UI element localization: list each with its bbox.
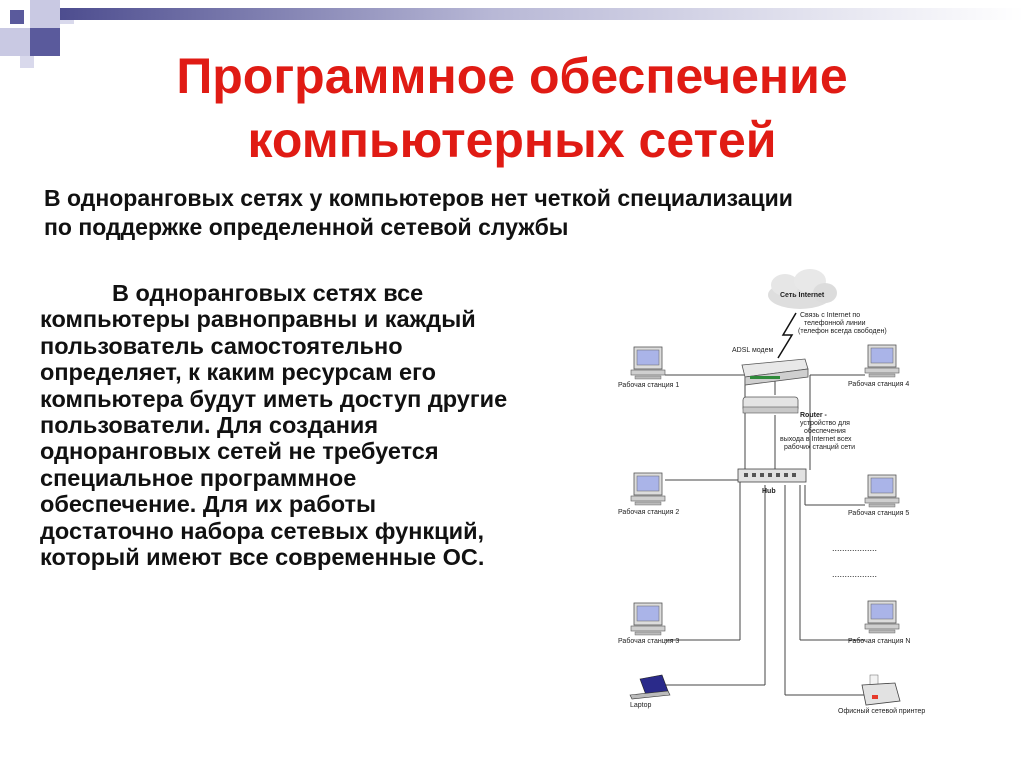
lightning-icon <box>777 312 797 359</box>
hub-label: Hub <box>762 488 776 495</box>
internet-cloud-icon <box>768 269 837 309</box>
network-links <box>660 374 870 696</box>
phone-link-line-2: телефонной линии <box>804 319 866 327</box>
title-line-1: Программное обеспечение <box>176 48 848 104</box>
decor-gradient-bar <box>60 8 1024 20</box>
hub-icon <box>737 468 807 483</box>
body-paragraph: В одноранговых сетях все компьютеры равн… <box>40 280 508 571</box>
router-line-2: обеспечения <box>804 427 846 435</box>
adsl-label: ADSL модем <box>732 347 774 354</box>
router-title: Router - <box>800 412 828 419</box>
internet-label: Сеть Internet <box>780 292 825 299</box>
network-diagram: Сеть Internet Связь с Internet по телефо… <box>618 269 925 715</box>
subtitle-line-1: В одноранговых сетях у компьютеров нет ч… <box>44 185 793 211</box>
laptop-icon <box>629 674 671 700</box>
workstation-n-icon <box>864 600 900 634</box>
workstation-2-icon <box>630 472 666 506</box>
router-line-1: устройство для <box>800 419 850 427</box>
router-line-4: рабочих станций сети <box>784 443 855 451</box>
dots-row-2: .................. <box>832 569 877 579</box>
router-line-3: выхода в Internet всех <box>780 436 852 443</box>
wsN-label: Рабочая станция N <box>848 637 910 645</box>
ws5-label: Рабочая станция 5 <box>848 509 909 517</box>
adsl-modem-icon <box>741 358 809 386</box>
title-line-2: компьютерных сетей <box>247 112 777 168</box>
printer-label: Офисный сетевой принтер <box>838 707 925 715</box>
workstation-5-icon <box>864 474 900 508</box>
workstation-3-icon <box>630 602 666 636</box>
ws2-label: Рабочая станция 2 <box>618 508 679 516</box>
printer-icon <box>861 674 901 706</box>
dots-row-1: .................. <box>832 543 877 553</box>
workstation-1-icon <box>630 346 666 380</box>
phone-link-line-1: Связь с Internet по <box>800 312 860 319</box>
slide-subtitle: В одноранговых сетях у компьютеров нет ч… <box>44 184 1004 242</box>
workstation-4-icon <box>864 344 900 378</box>
slide-title: Программное обеспечение компьютерных сет… <box>0 44 1024 172</box>
laptop-label: Laptop <box>630 702 652 709</box>
ws1-label: Рабочая станция 1 <box>618 381 679 389</box>
phone-link-line-3: (телефон всегда свободен) <box>798 327 887 335</box>
subtitle-line-2: по поддержке определенной сетевой службы <box>44 214 569 240</box>
ws3-label: Рабочая станция 3 <box>618 637 679 645</box>
ws4-label: Рабочая станция 4 <box>848 380 909 388</box>
router-icon <box>742 396 799 414</box>
